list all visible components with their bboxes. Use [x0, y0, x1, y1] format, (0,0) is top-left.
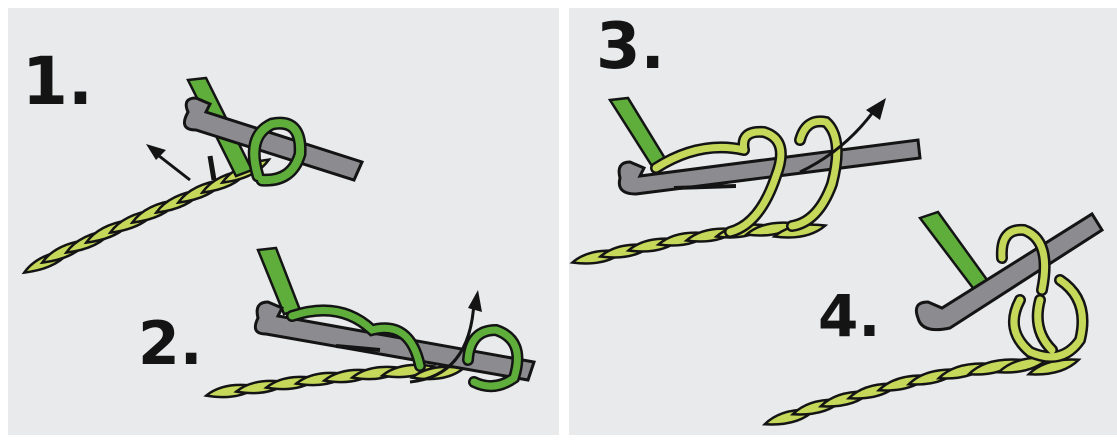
step-3-figure: 3.: [571, 10, 920, 267]
step-4-chain: [763, 353, 1080, 428]
step-2-figure: 2.: [138, 248, 534, 400]
step-1-figure: 1.: [22, 43, 362, 277]
step-4-figure: 4.: [763, 212, 1102, 429]
step-4-yarn: [920, 212, 990, 292]
step-3-yarn: [610, 98, 666, 166]
step-4-label: 4.: [818, 282, 880, 350]
step-1-arrow: [146, 144, 214, 180]
step-1-label: 1.: [22, 43, 93, 120]
step-2-label: 2.: [138, 309, 203, 379]
step-3-label: 3.: [596, 10, 665, 84]
